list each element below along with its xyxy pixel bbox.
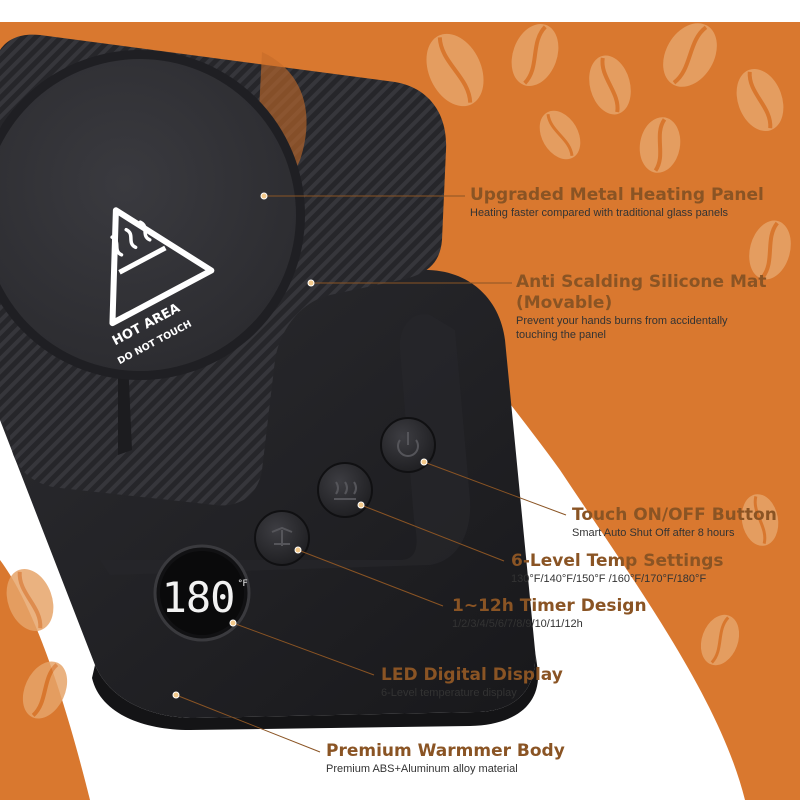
callout-led-display: LED Digital Display 6-Level temperature …	[381, 665, 563, 700]
callout-subtitle: Premium ABS+Aluminum alloy material	[326, 763, 518, 775]
heating-plate	[0, 50, 307, 380]
callout-subtitle: Smart Auto Shut Off after 8 hours	[572, 527, 735, 539]
leader-lines	[175, 195, 567, 753]
callout-subtitle: 130°F/140°F/150°F /160°F/170°F/180°F	[511, 573, 707, 585]
warmer-base-edge	[92, 650, 539, 730]
led-display	[153, 544, 251, 642]
timer-icon	[271, 526, 293, 546]
callout-warmer-body: Premium Warmmer Body Premium ABS+Aluminu…	[326, 741, 565, 776]
callout-title: Touch ON/OFF Button	[572, 505, 777, 525]
callout-title-line2: (Movable)	[516, 293, 613, 313]
callout-title: Premium Warmmer Body	[326, 741, 565, 761]
power-icon	[397, 432, 419, 457]
callout-title: LED Digital Display	[381, 665, 563, 685]
callout-silicone-mat: Anti Scalding Silicone Mat (Movable) Pre…	[516, 272, 766, 342]
callout-temp-settings: 6-Level Temp Settings 130°F/140°F/150°F …	[511, 551, 724, 586]
callout-subtitle: Heating faster compared with traditional…	[470, 207, 729, 219]
temp-button[interactable]	[317, 462, 373, 518]
callout-power-button: Touch ON/OFF Button Smart Auto Shut Off …	[572, 505, 777, 540]
base-top-inset	[100, 314, 471, 575]
coffee-bean-icon	[6, 23, 791, 719]
callout-title: Upgraded Metal Heating Panel	[470, 185, 764, 205]
callout-subtitle: 1/2/3/4/5/6/7/8/9/10/11/12h	[452, 618, 583, 630]
display-unit: °F	[238, 579, 248, 589]
callout-title: 6-Level Temp Settings	[511, 551, 724, 571]
temperature-icon	[334, 481, 357, 500]
callout-title: Anti Scalding Silicone Mat	[516, 272, 767, 292]
power-button[interactable]	[380, 417, 436, 473]
leader-dots	[172, 192, 428, 699]
callout-title: 1~12h Timer Design	[452, 596, 647, 616]
callout-timer: 1~12h Timer Design 1/2/3/4/5/6/7/8/9/10/…	[452, 596, 647, 631]
timer-button[interactable]	[254, 510, 310, 566]
callout-subtitle: 6-Level temperature display	[381, 687, 517, 699]
mat-stand	[118, 360, 132, 455]
callout-subtitle: Prevent your hands burns from accidental…	[516, 315, 728, 327]
callout-subtitle-line2: touching the panel	[516, 329, 606, 341]
orange-background	[0, 22, 800, 800]
callout-heating-panel: Upgraded Metal Heating Panel Heating fas…	[470, 185, 764, 220]
heat-warning-triangle-icon	[109, 207, 215, 327]
display-value: 180	[162, 573, 235, 622]
